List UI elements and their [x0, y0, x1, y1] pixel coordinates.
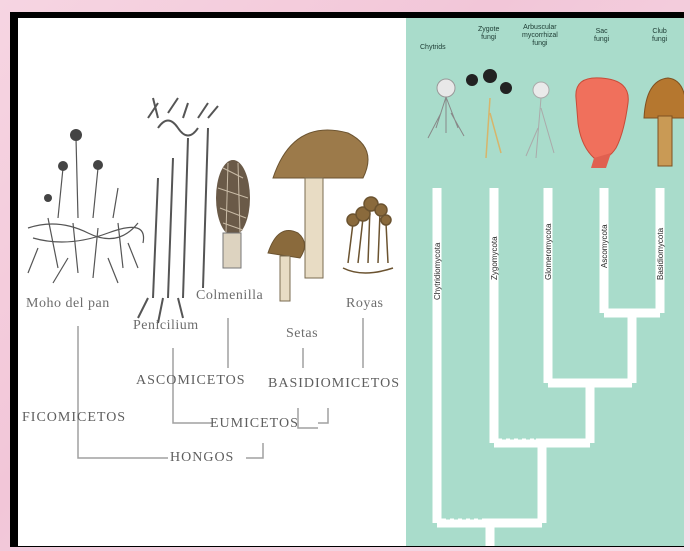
zygote-fungi-top-label: Zygote fungi [478, 26, 499, 42]
ascomycota-label: Ascomycota [600, 224, 609, 268]
club-fungi-top-label: Club fungi [652, 28, 667, 44]
phylogeny-tree [406, 18, 684, 546]
hongos-label: HONGOS [170, 450, 234, 466]
arbuscular-fungi-icon [526, 82, 554, 158]
chytridiomycota-label: Chytridiomycota [433, 243, 442, 300]
glomeromycota-label: Glomeromycota [544, 224, 553, 280]
fungi-classification-panel: Moho del pan Penicilium Colmenilla Setas… [18, 18, 406, 546]
royas-illustration [343, 197, 393, 273]
ficomicetos-label: FICOMICETOS [22, 410, 126, 426]
setas-label: Setas [286, 326, 318, 342]
basidiomicetos-label: BASIDIOMICETOS [268, 376, 400, 392]
ascomicetos-label: ASCOMICETOS [136, 373, 246, 389]
chytrids-top-label: Chytrids [420, 44, 446, 52]
penicilium-label: Penicilium [133, 318, 199, 334]
club-fungi-icon [644, 78, 684, 166]
basidiomycota-label: Basidiomycota [656, 228, 665, 280]
zygote-fungi-icon [466, 69, 512, 158]
fungi-illustrations [18, 18, 406, 546]
fungi-phylogeny-panel: Chytrids Zygote fungi Arbuscular mycorrh… [406, 18, 684, 546]
colmenilla-illustration [216, 160, 250, 268]
colmenilla-label: Colmenilla [196, 288, 263, 304]
royas-label: Royas [346, 296, 384, 312]
bread-mold-illustration [28, 138, 144, 283]
arbuscular-fungi-top-label: Arbuscular mycorrhizal fungi [522, 24, 558, 48]
eumicetos-label: EUMICETOS [210, 416, 299, 432]
sac-fungi-top-label: Sac fungi [594, 28, 609, 44]
sac-fungi-icon [576, 78, 628, 168]
chytrid-icon [428, 79, 464, 138]
zygomycota-label: Zygomycota [490, 236, 499, 280]
moho-label: Moho del pan [26, 296, 110, 312]
